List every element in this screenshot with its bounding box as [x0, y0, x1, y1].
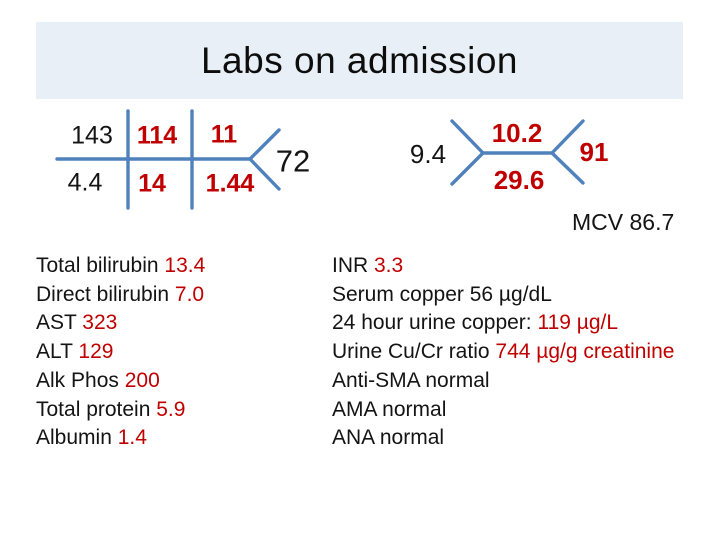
lab-line-direct-bilirubin: Direct bilirubin 7.0 [36, 281, 205, 310]
lab-value: 3.3 [374, 254, 404, 277]
lab-value: 119 µg/L [537, 311, 619, 335]
lab-line-alt: ALT 129 [36, 338, 205, 367]
lab-line-urine-cu-cr: Urine Cu/Cr ratio 744 µg/g creatinine [332, 338, 674, 367]
lab-line-total-protein: Total protein 5.9 [36, 396, 205, 425]
lab-line-total-bilirubin: Total bilirubin 13.4 [36, 252, 205, 281]
liver-labs-panel: Total bilirubin 13.4 Direct bilirubin 7.… [36, 252, 205, 453]
lab-label: Alk Phos [36, 368, 125, 392]
lab-value: 13.4 [164, 254, 206, 277]
lab-value: 1.4 [117, 426, 147, 450]
lab-line-ama: AMA normal [332, 396, 674, 425]
cbc-wbc-value: 9.4 [409, 139, 447, 169]
lab-line-serum-copper: Serum copper 56 µg/dL [332, 281, 674, 310]
lab-value: 5.9 [156, 397, 186, 421]
copper-serology-panel: INR 3.3 Serum copper 56 µg/dL 24 hour ur… [332, 252, 674, 453]
slide-title: Labs on admission [200, 39, 519, 81]
lab-line-inr: INR 3.3 [332, 252, 674, 281]
lab-line-urine-copper: 24 hour urine copper: 119 µg/L [332, 309, 674, 338]
cbc-hemoglobin-value: 10.2 [491, 118, 543, 148]
cbc-hematocrit-value: 29.6 [493, 165, 545, 195]
lab-label: Direct bilirubin [36, 282, 175, 306]
lab-line-ast: AST 323 [36, 309, 205, 338]
title-band: Labs on admission [36, 22, 683, 99]
bmp-chloride-value: 114 [136, 121, 178, 150]
lab-line-albumin: Albumin 1.4 [36, 424, 205, 453]
lab-value: 744 µg/g creatinine [495, 340, 675, 364]
bmp-glucose-value: 72 [275, 143, 311, 179]
lab-label: AMA normal [332, 397, 447, 421]
lab-label: ANA normal [332, 426, 445, 450]
lab-value: 7.0 [174, 282, 205, 306]
lab-label: INR [332, 254, 374, 277]
lab-label: Total protein [36, 397, 157, 421]
bmp-bicarbonate-value: 14 [138, 169, 166, 198]
cbc-platelets-value: 91 [579, 137, 609, 167]
mcv-value: MCV 86.7 [572, 209, 675, 235]
lab-label: Urine Cu/Cr ratio [332, 340, 496, 364]
lab-line-ana: ANA normal [332, 424, 674, 453]
bmp-bun-value: 11 [210, 120, 238, 149]
lab-value: 200 [124, 368, 160, 392]
lab-label: Albumin [36, 426, 118, 450]
lab-label: ALT [36, 340, 79, 364]
lab-label: Serum copper 56 µg/dL [332, 282, 552, 306]
bmp-potassium-value: 4.4 [67, 168, 103, 197]
bmp-sodium-value: 143 [71, 121, 113, 150]
lab-label: Total bilirubin [36, 254, 165, 277]
lab-value: 129 [78, 340, 114, 364]
lab-line-alk-phos: Alk Phos 200 [36, 367, 205, 396]
lab-line-anti-sma: Anti-SMA normal [332, 367, 674, 396]
lab-value: 323 [82, 311, 118, 335]
lab-label: Anti-SMA normal [332, 368, 490, 392]
bmp-creatinine-value: 1.44 [205, 169, 255, 198]
lab-label: AST [36, 311, 83, 335]
lab-label: 24 hour urine copper: [332, 311, 538, 335]
